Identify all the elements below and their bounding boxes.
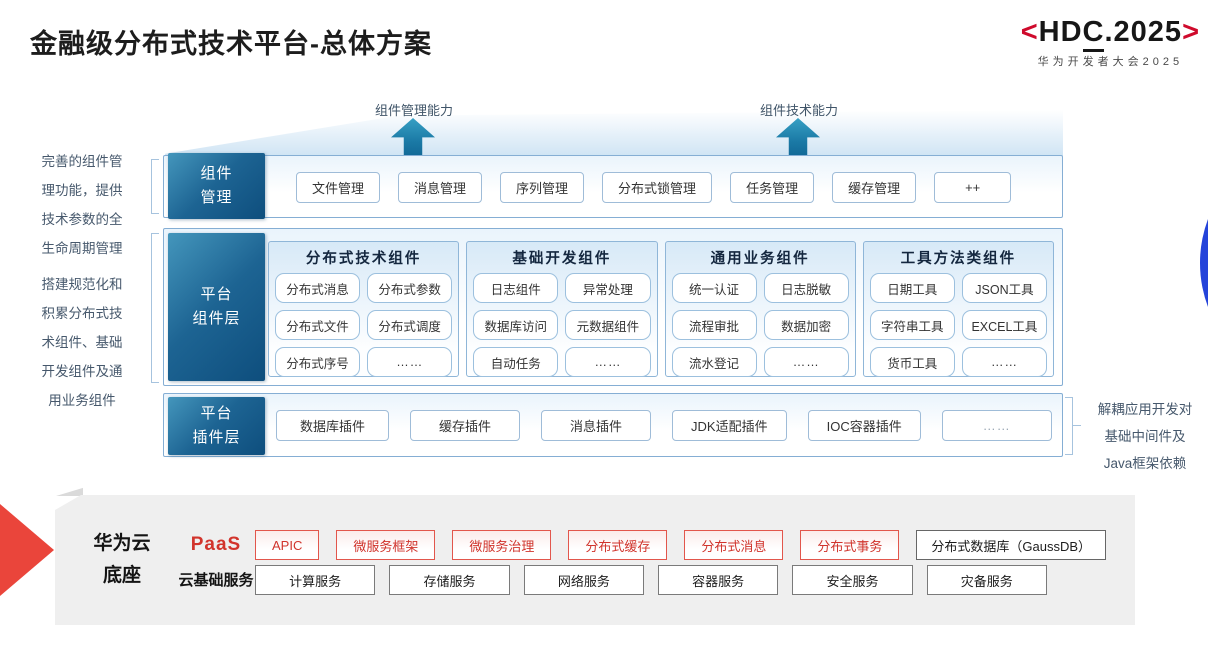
chip-ellipsis: …… — [565, 347, 651, 377]
chip-string-tool: 字符串工具 — [869, 310, 955, 340]
chip-cache-plugin: 缓存插件 — [410, 410, 521, 441]
chip-disaster-recovery-service: 灾备服务 — [926, 565, 1047, 595]
layer-label-component-management: 组件 管理 — [168, 153, 265, 219]
hdc-logo-wordmark: <HDC.2025> — [1020, 16, 1200, 52]
chip-sequence-management: 序列管理 — [500, 172, 585, 203]
chip-distributed-cache: 分布式缓存 — [568, 530, 668, 560]
management-chip-row: 文件管理 消息管理 序列管理 分布式锁管理 任务管理 缓存管理 ++ — [296, 172, 1012, 203]
chip-distributed-scheduling: 分布式调度 — [367, 310, 453, 340]
chip-plus-plus: ++ — [934, 172, 1012, 203]
chip-distributed-message: 分布式消息 — [275, 273, 361, 303]
chip-ellipsis: …… — [367, 347, 453, 377]
paas-label: PaaS — [190, 534, 242, 555]
chip-cache-management: 缓存管理 — [832, 172, 917, 203]
chip-security-service: 安全服务 — [792, 565, 913, 595]
logo-right-bracket: > — [1182, 16, 1200, 48]
logo-year: .2025 — [1104, 16, 1183, 48]
chip-json-tool: JSON工具 — [961, 273, 1047, 303]
chip-task-management: 任务管理 — [730, 172, 815, 203]
chip-message-plugin: 消息插件 — [541, 410, 652, 441]
chip-distributed-message-paas: 分布式消息 — [684, 530, 784, 560]
red-pointer-icon — [0, 504, 54, 596]
perspective-gradient-band — [165, 110, 1063, 156]
chip-database-access: 数据库访问 — [473, 310, 559, 340]
column-title: 工具方法类组件 — [900, 251, 1017, 267]
column-grid: 日志组件 异常处理 数据库访问 元数据组件 自动任务 …… — [473, 273, 651, 377]
layer-label-platform-components: 平台 组件层 — [168, 233, 265, 381]
paas-service-row: APIC 微服务框架 微服务治理 分布式缓存 分布式消息 分布式事务 分布式数据… — [255, 530, 1107, 560]
iaas-label: 云基础服务 — [178, 572, 254, 589]
chip-unified-auth: 统一认证 — [671, 273, 757, 303]
chip-distributed-lock-management: 分布式锁管理 — [602, 172, 713, 203]
column-grid: 分布式消息 分布式参数 分布式文件 分布式调度 分布式序号 …… — [275, 273, 453, 377]
layer-platform-plugins: 平台 插件层 数据库插件 缓存插件 消息插件 JDK适配插件 IOC容器插件 …… — [163, 393, 1063, 457]
next-page-circle-button[interactable] — [1200, 138, 1208, 388]
chip-jdk-adapter-plugin: JDK适配插件 — [672, 410, 787, 441]
chip-log-masking: 日志脱敏 — [763, 273, 849, 303]
chip-auto-task: 自动任务 — [473, 347, 559, 377]
column-title: 通用业务组件 — [710, 251, 810, 267]
component-note: 搭建规范化和 积累分布式技 术组件、基础 开发组件及通 用业务组件 — [41, 277, 123, 408]
iaas-service-row: 计算服务 存储服务 网络服务 容器服务 安全服务 灾备服务 — [255, 565, 1047, 595]
layer-platform-components: 平台 组件层 分布式技术组件 分布式消息 分布式参数 分布式文件 分布式调度 分… — [163, 228, 1063, 386]
column-distributed-tech: 分布式技术组件 分布式消息 分布式参数 分布式文件 分布式调度 分布式序号 …… — [268, 241, 460, 377]
chip-distributed-parameter: 分布式参数 — [367, 273, 453, 303]
chip-ellipsis: …… — [961, 347, 1047, 377]
chip-distributed-file: 分布式文件 — [275, 310, 361, 340]
chip-ioc-container-plugin: IOC容器插件 — [807, 410, 921, 441]
chip-storage-service: 存储服务 — [389, 565, 510, 595]
chip-message-management: 消息管理 — [398, 172, 483, 203]
bracket-row1 — [151, 159, 159, 214]
chip-gaussdb: 分布式数据库（GaussDB） — [916, 530, 1107, 560]
chip-date-tool: 日期工具 — [869, 273, 955, 303]
bracket-row3-tick — [1073, 425, 1081, 426]
chip-container-service: 容器服务 — [657, 565, 779, 595]
chip-log-component: 日志组件 — [473, 273, 559, 303]
column-grid: 日期工具 JSON工具 字符串工具 EXCEL工具 货币工具 …… — [869, 273, 1047, 377]
fold-corner-shade — [56, 487, 83, 496]
logo-left-bracket: < — [1020, 16, 1039, 48]
column-grid: 统一认证 日志脱敏 流程审批 数据加密 流水登记 …… — [671, 273, 849, 377]
component-columns: 分布式技术组件 分布式消息 分布式参数 分布式文件 分布式调度 分布式序号 ……… — [268, 241, 1054, 377]
chip-distributed-sequence: 分布式序号 — [275, 347, 361, 377]
technical-capability-label: 组件技术能力 — [760, 103, 839, 118]
column-basic-dev: 基础开发组件 日志组件 异常处理 数据库访问 元数据组件 自动任务 …… — [466, 241, 658, 377]
chip-microservice-governance: 微服务治理 — [452, 530, 552, 560]
hdc-2025-logo: <HDC.2025> 华为开发者大会2025 — [1021, 16, 1200, 69]
chip-ellipsis: …… — [941, 410, 1052, 441]
chip-currency-tool: 货币工具 — [869, 347, 955, 377]
management-note: 完善的组件管 理功能，提供 技术参数的全 生命周期管理 — [41, 154, 123, 256]
column-utility-tools: 工具方法类组件 日期工具 JSON工具 字符串工具 EXCEL工具 货币工具 …… — [862, 241, 1054, 377]
column-title: 分布式技术组件 — [305, 251, 422, 267]
column-title: 基础开发组件 — [512, 251, 612, 267]
plugin-chip-row: 数据库插件 缓存插件 消息插件 JDK适配插件 IOC容器插件 …… — [276, 410, 1052, 441]
chip-process-approval: 流程审批 — [671, 310, 757, 340]
column-common-business: 通用业务组件 统一认证 日志脱敏 流程审批 数据加密 流水登记 …… — [664, 241, 856, 377]
decoupling-note: 解耦应用开发对 基础中间件及 Java框架依赖 — [1097, 402, 1193, 471]
logo-underlined-c: C — [1082, 16, 1105, 52]
chip-data-encryption: 数据加密 — [763, 310, 849, 340]
chip-metadata-component: 元数据组件 — [565, 310, 651, 340]
management-capability-label: 组件管理能力 — [375, 103, 454, 118]
chip-file-management: 文件管理 — [296, 172, 381, 203]
chip-microservice-framework: 微服务框架 — [336, 530, 436, 560]
chip-distributed-transaction: 分布式事务 — [800, 530, 900, 560]
chip-transaction-register: 流水登记 — [671, 347, 757, 377]
huawei-cloud-foundation: 华为云 底座 PaaS 云基础服务 APIC 微服务框架 微服务治理 分布式缓存… — [55, 495, 1135, 625]
chip-exception-handling: 异常处理 — [565, 273, 651, 303]
chip-compute-service: 计算服务 — [255, 565, 376, 595]
bracket-row3 — [1065, 397, 1073, 455]
chip-ellipsis: …… — [763, 347, 849, 377]
chip-database-plugin: 数据库插件 — [276, 410, 390, 441]
chip-apic: APIC — [255, 530, 320, 560]
chip-excel-tool: EXCEL工具 — [961, 310, 1047, 340]
chip-network-service: 网络服务 — [523, 565, 644, 595]
bracket-row2 — [151, 233, 159, 383]
logo-hd: HD — [1038, 16, 1083, 48]
foundation-label: 华为云 底座 — [93, 533, 151, 586]
hdc-logo-subtitle: 华为开发者大会2025 — [1037, 56, 1184, 68]
layer-label-platform-plugins: 平台 插件层 — [168, 397, 265, 455]
page-title: 金融级分布式技术平台-总体方案 — [30, 29, 432, 59]
layer-component-management: 组件 管理 文件管理 消息管理 序列管理 分布式锁管理 任务管理 缓存管理 ++ — [163, 153, 1063, 219]
